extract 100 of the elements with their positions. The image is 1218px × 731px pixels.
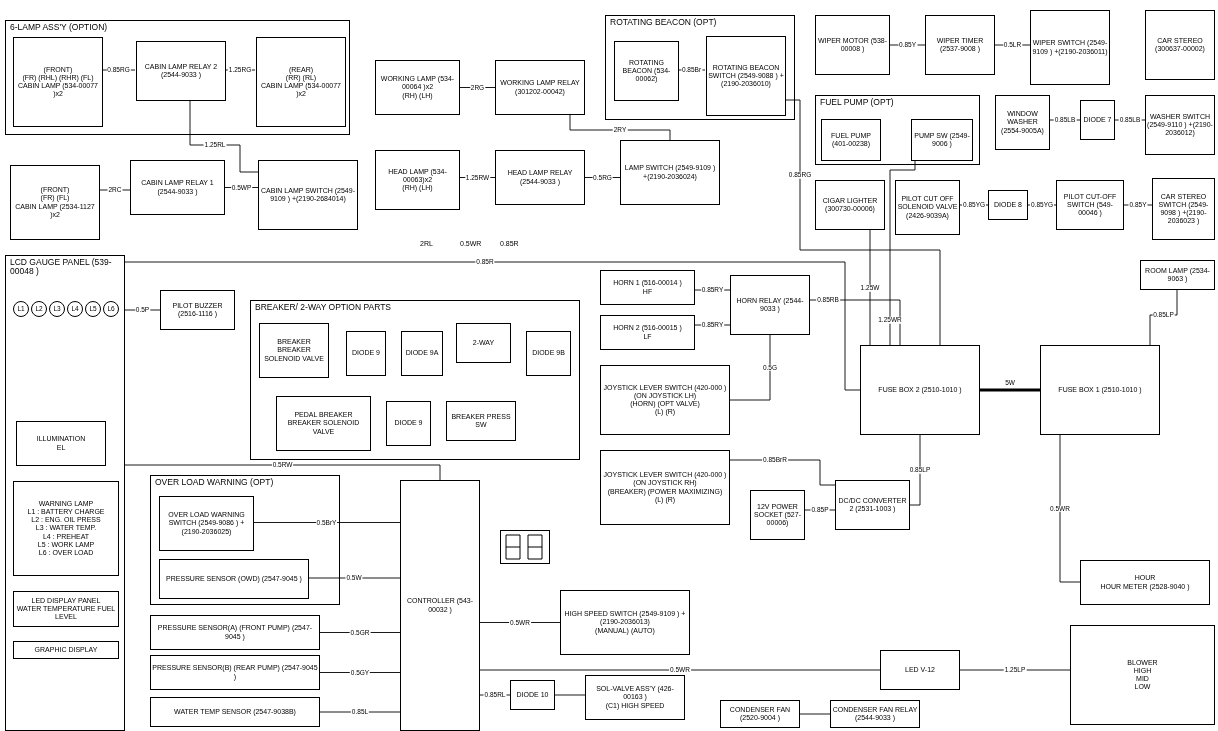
option-group-frame <box>250 300 580 460</box>
lamp-group <box>13 37 103 127</box>
diode-box <box>1080 100 1115 140</box>
group-title: FUEL PUMP (OPT) <box>820 98 895 108</box>
wire <box>784 99 941 346</box>
lighter-box <box>815 180 885 230</box>
diode-box <box>510 680 555 710</box>
group-title: 6-LAMP ASS'Y (OPTION) <box>10 23 109 33</box>
blower-box <box>1070 625 1215 725</box>
sensor-box <box>150 615 320 650</box>
switch-box <box>600 450 730 525</box>
lamp-group <box>10 165 100 240</box>
wire <box>909 434 921 506</box>
lamp-circle <box>103 301 119 317</box>
fan-box <box>720 700 800 728</box>
gauge-panel-frame <box>5 255 125 731</box>
display-panel <box>13 641 119 659</box>
switch-box <box>600 365 730 435</box>
switch-box <box>560 590 690 655</box>
wire <box>569 114 671 141</box>
group-title: OVER LOAD WARNING (OPT) <box>155 478 275 488</box>
group-title: ROTATING BEACON (OPT) <box>610 18 718 28</box>
diode-box <box>988 190 1028 220</box>
option-group-frame <box>815 95 980 165</box>
diode-box <box>386 401 431 446</box>
relay-box <box>495 60 585 115</box>
diode-box <box>526 331 571 376</box>
relay-box <box>495 150 585 205</box>
wire <box>124 464 441 481</box>
switch-box <box>258 160 358 230</box>
stereo-box <box>1145 10 1215 80</box>
switch-box <box>1056 180 1124 230</box>
wire <box>729 334 771 401</box>
wire <box>189 99 259 173</box>
sensor-box <box>150 655 320 690</box>
wire <box>959 669 1071 671</box>
wire <box>252 522 401 523</box>
diode-box <box>346 331 386 376</box>
switch-box <box>1145 95 1215 155</box>
lamp-circle <box>31 301 47 317</box>
sensor-box <box>150 697 320 727</box>
washer-box <box>995 95 1050 150</box>
lamp-box <box>1140 260 1215 290</box>
fuse-box <box>1040 345 1160 435</box>
lamp-circle <box>85 301 101 317</box>
option-group-frame <box>5 20 350 135</box>
option-group-frame <box>605 15 795 120</box>
diode-box <box>401 331 443 376</box>
valve-box <box>456 323 511 363</box>
meter-box <box>1080 560 1210 605</box>
motor-box <box>815 15 890 75</box>
lamp-group <box>256 37 346 127</box>
wire <box>889 159 916 346</box>
timer-box <box>925 15 995 75</box>
wire <box>799 713 831 715</box>
relay-box <box>130 160 225 215</box>
fuse-box <box>860 345 980 435</box>
lamp-box <box>614 41 679 101</box>
legend-table <box>13 481 119 576</box>
switch-box <box>706 36 786 116</box>
buzzer-box <box>160 290 235 330</box>
wire <box>479 669 881 671</box>
switch-box <box>620 140 720 205</box>
wire <box>554 694 586 696</box>
option-group-frame <box>150 475 340 605</box>
lamp-circle <box>67 301 83 317</box>
valve-box <box>276 396 371 451</box>
lamp-circle <box>49 301 65 317</box>
wire <box>1059 434 1081 583</box>
switch-box <box>1030 10 1110 85</box>
wire <box>319 711 401 713</box>
socket-box <box>750 490 805 540</box>
lamp-group <box>375 150 460 210</box>
display-panel <box>13 591 119 627</box>
relay-box <box>830 700 920 728</box>
horn-box <box>600 315 695 350</box>
valve-box <box>259 323 329 378</box>
relay-box <box>730 275 810 335</box>
thick-wire <box>980 388 1040 392</box>
relay-box <box>136 41 226 101</box>
valve-box <box>585 675 685 720</box>
illumination-box <box>16 421 106 466</box>
switch-box <box>1152 178 1215 240</box>
wire <box>307 577 401 579</box>
horn-box <box>600 270 695 305</box>
group-title: BREAKER/ 2-WAY OPTION PARTS <box>255 303 393 313</box>
controller-box <box>400 480 480 731</box>
pump-box <box>821 119 881 161</box>
group-title: LCD GAUGE PANEL (539-00048 ) <box>10 258 113 277</box>
wire <box>124 261 861 391</box>
lamp-group <box>375 60 460 115</box>
switch-box <box>911 119 973 161</box>
lamp-circle <box>13 301 29 317</box>
valve-box <box>895 180 960 235</box>
converter-box <box>835 480 910 530</box>
switch-box <box>159 496 254 551</box>
switch-box <box>446 401 516 441</box>
wire <box>124 309 161 311</box>
wire <box>869 229 871 346</box>
sensor-box <box>159 559 309 599</box>
